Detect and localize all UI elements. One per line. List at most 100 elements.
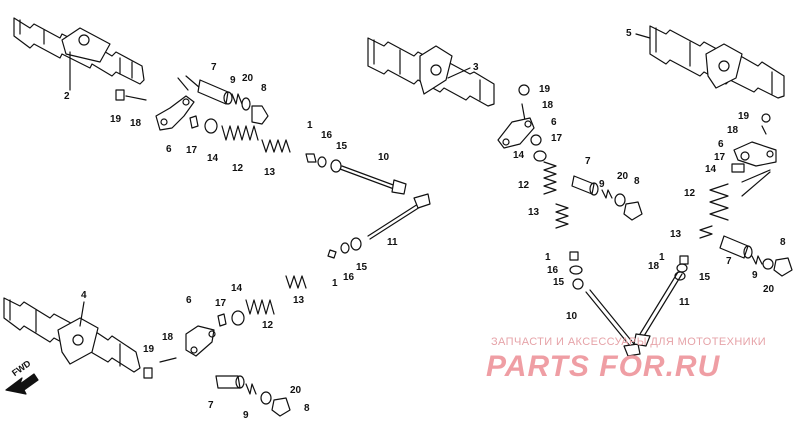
- cotter-1-top-left: [305, 153, 317, 163]
- callout-18: 18: [162, 332, 174, 343]
- callout-1: 1: [307, 120, 313, 131]
- callout-17: 17: [215, 298, 227, 309]
- callout-7: 7: [585, 156, 591, 167]
- callout-19: 19: [539, 84, 551, 95]
- callout-10: 10: [566, 311, 578, 322]
- callout-16: 16: [547, 265, 559, 276]
- callout-6: 6: [186, 295, 192, 306]
- callout-20: 20: [290, 385, 302, 396]
- callout-8: 8: [304, 403, 310, 414]
- rocker-shaft-7-bottom-left: [215, 375, 245, 389]
- callout-14: 14: [207, 153, 219, 164]
- seal-15-center: [572, 278, 584, 290]
- callout-8: 8: [780, 237, 786, 248]
- callout-19: 19: [738, 111, 750, 122]
- callout-17: 17: [551, 133, 563, 144]
- seat-16-top-left: [317, 156, 327, 168]
- spring-13-center: [555, 203, 569, 229]
- lifter-17-top-left: [189, 115, 199, 129]
- camshaft-top-right: [649, 25, 785, 99]
- spring-13-right: [699, 225, 713, 239]
- callout-8: 8: [634, 176, 640, 187]
- rocker-shaft-7-center: [571, 175, 599, 196]
- callout-7: 7: [726, 256, 732, 267]
- callout-13: 13: [670, 229, 682, 240]
- callout-12: 12: [262, 320, 274, 331]
- lifter-17-right: [740, 151, 750, 161]
- lifter-17-center: [530, 134, 542, 146]
- callout-7: 7: [211, 62, 217, 73]
- callout-14: 14: [705, 164, 717, 175]
- callout-1: 1: [659, 252, 665, 263]
- callout-19: 19: [143, 344, 155, 355]
- spring-9-top-left: [231, 93, 243, 105]
- callout-2: 2: [64, 91, 70, 102]
- rocker-arm-top-left: [155, 75, 201, 131]
- washer-20-bottom-left: [260, 391, 272, 405]
- camshaft-top-middle: [367, 37, 495, 107]
- callout-18: 18: [648, 261, 660, 272]
- adjuster-screw: [115, 89, 147, 101]
- forward-arrow-icon: [5, 373, 39, 395]
- spring-12-top-left: [221, 125, 259, 141]
- callout-11: 11: [679, 297, 690, 308]
- callout-1: 1: [545, 252, 551, 263]
- callout-6: 6: [551, 117, 557, 128]
- watermark-logo: PARTS FOR.RU: [486, 350, 721, 383]
- callout-11: 11: [387, 237, 398, 248]
- washer-20-top-left: [241, 97, 251, 111]
- spring-12-center: [543, 161, 557, 195]
- nut-19-bottom-left: [143, 367, 153, 379]
- callout-4: 4: [81, 290, 87, 301]
- callout-12: 12: [232, 163, 244, 174]
- spring-9-center: [601, 189, 613, 199]
- rocker-arm-6-right: [733, 141, 777, 167]
- valve-10-top-left: [339, 165, 407, 195]
- cap-8-center: [623, 201, 643, 221]
- callout-15: 15: [336, 141, 348, 152]
- seal-15-right: [674, 271, 686, 281]
- callout-15: 15: [699, 272, 711, 283]
- seat-16-right: [676, 263, 688, 273]
- rocker-shaft-7-right: [719, 235, 753, 259]
- callout-13: 13: [264, 167, 276, 178]
- callout-17: 17: [186, 145, 198, 156]
- callout-9: 9: [230, 75, 236, 86]
- callout-9: 9: [599, 179, 605, 190]
- rocker-arm-6-center: [497, 117, 535, 149]
- spring-13-top-left: [261, 139, 291, 153]
- valve-11-middle: [367, 193, 431, 240]
- cotter-1-right: [679, 255, 689, 265]
- callout-5: 5: [626, 28, 632, 39]
- callout-13: 13: [528, 207, 540, 218]
- cotter-1-center: [569, 251, 579, 261]
- callout-20: 20: [617, 171, 629, 182]
- camshaft-top-left: [13, 17, 145, 85]
- seal-15-middle: [350, 237, 362, 251]
- leader-line: [447, 67, 471, 79]
- rocker-arm-bottom-left: [185, 325, 216, 357]
- lifter-17-bottom-left: [217, 313, 227, 327]
- cotter-1-middle: [327, 249, 337, 259]
- spring-12-bottom-left: [245, 299, 275, 315]
- seat-16-center: [569, 265, 583, 275]
- callout-20: 20: [242, 73, 254, 84]
- nut-19-right: [761, 113, 771, 123]
- rocker-shaft-7-top-left: [197, 79, 233, 105]
- spring-9-right: [751, 255, 763, 265]
- callout-3: 3: [473, 62, 479, 73]
- callout-14: 14: [231, 283, 243, 294]
- valve-11-center: [633, 271, 683, 347]
- callout-16: 16: [343, 272, 355, 283]
- callout-18: 18: [542, 100, 554, 111]
- callout-9: 9: [243, 410, 249, 421]
- cap-8-top-left: [251, 105, 269, 125]
- seat-16-middle: [340, 242, 350, 254]
- callout-10: 10: [378, 152, 390, 163]
- retainer-14-right: [731, 163, 745, 173]
- callout-12: 12: [684, 188, 696, 199]
- seal-15-top-left: [330, 159, 342, 173]
- bolt-18-right: [761, 125, 767, 135]
